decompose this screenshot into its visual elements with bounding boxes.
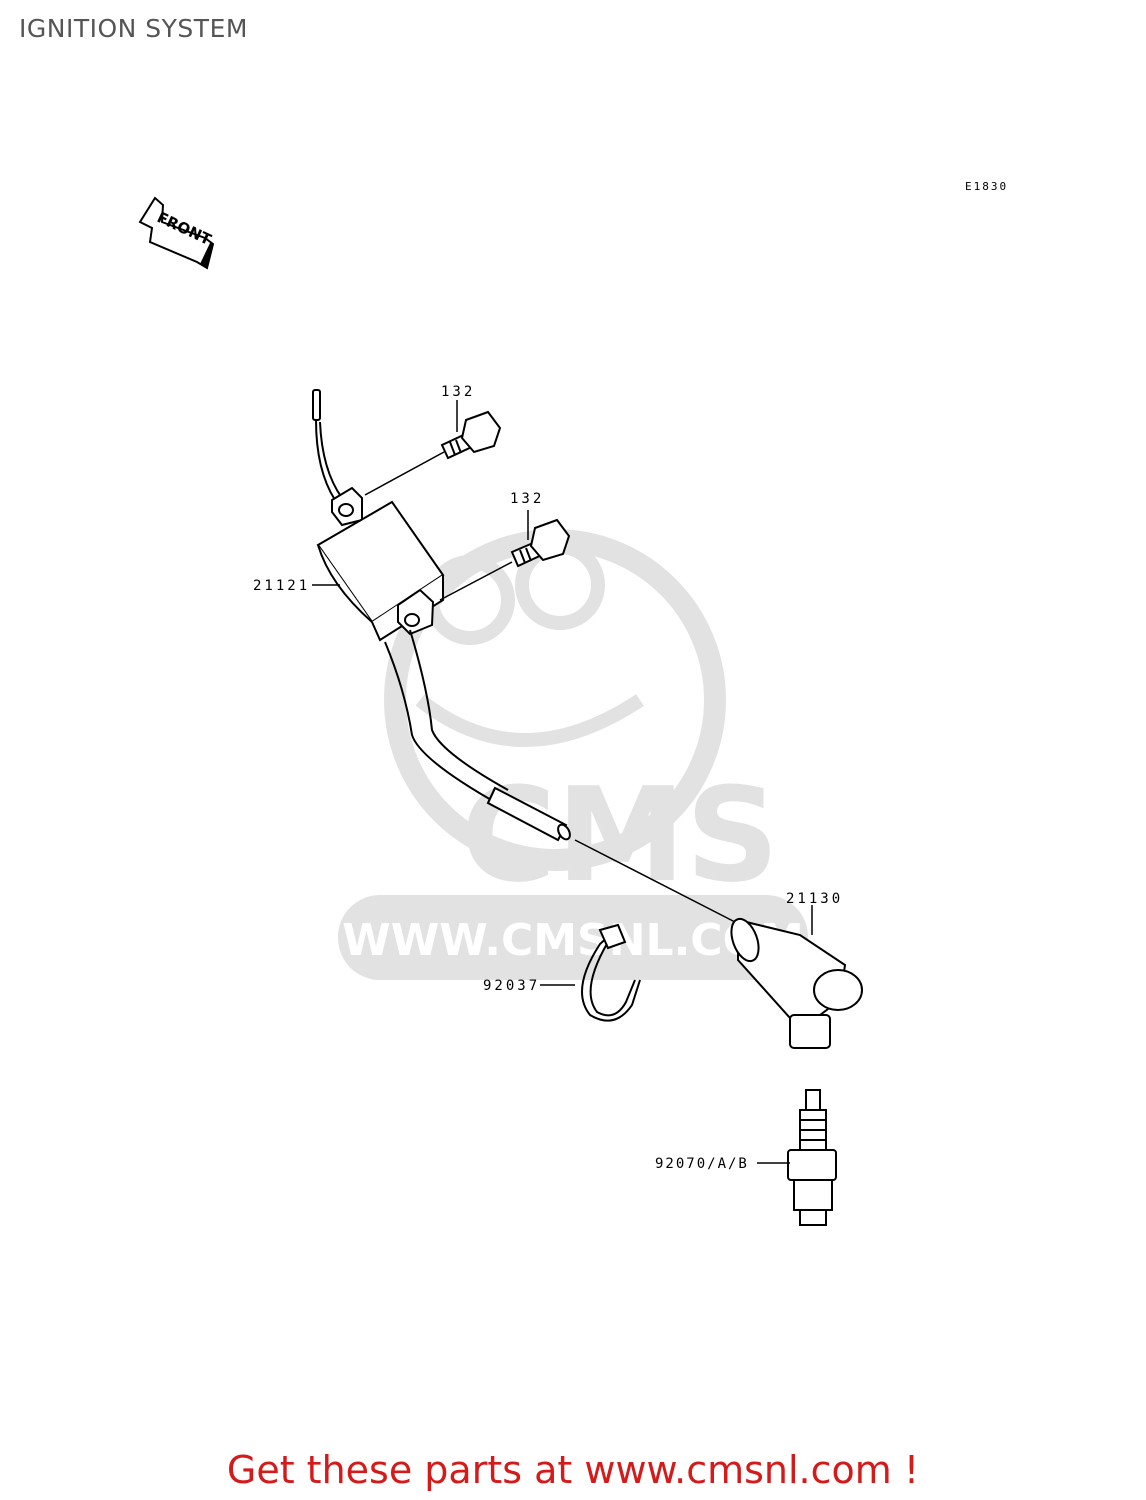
cms-watermark: CMS WWW.CMSNL.COM — [338, 529, 808, 980]
watermark-brand: CMS — [461, 759, 779, 911]
part-label-132-upper: 132 — [441, 384, 475, 400]
ignition-diagram: CMS WWW.CMSNL.COM E1830 FRONT — [138, 180, 1008, 1226]
diagram-code: E1830 — [965, 180, 1008, 193]
front-arrow-icon: FRONT — [138, 196, 215, 270]
bolt-lower — [510, 518, 571, 568]
ignition-coil — [312, 389, 571, 842]
watermark-url: WWW.CMSNL.COM — [342, 915, 804, 966]
part-label-92070: 92070/A/B — [655, 1156, 749, 1172]
part-label-21121: 21121 — [253, 578, 310, 594]
part-label-92037: 92037 — [483, 978, 540, 994]
footer-cta[interactable]: Get these parts at www.cmsnl.com ! — [226, 1448, 920, 1492]
part-label-21130: 21130 — [786, 891, 843, 907]
page-title: IGNITION SYSTEM — [19, 14, 248, 43]
leader-lines — [312, 400, 813, 1164]
plug-cap — [730, 917, 863, 1049]
part-label-132-lower: 132 — [510, 491, 544, 507]
spark-plug — [787, 1089, 837, 1226]
clamp — [581, 923, 641, 1022]
bolt-upper — [440, 410, 502, 460]
